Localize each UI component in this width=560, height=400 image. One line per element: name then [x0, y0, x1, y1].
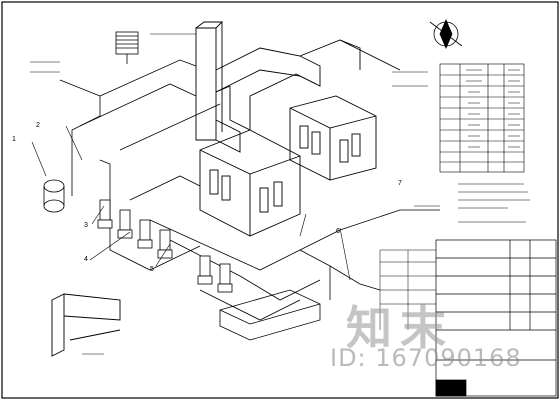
- callout-number: 7: [398, 180, 402, 187]
- callout-number: 1: [12, 136, 16, 143]
- duct-label-lines: [30, 33, 440, 355]
- legend-table: [439, 63, 525, 173]
- title-block-left-table: [379, 249, 436, 330]
- exhaust-duct: [195, 21, 224, 141]
- callout-number: 4: [84, 256, 88, 263]
- callout-number: 5: [150, 266, 154, 273]
- air-handling-unit-1: [289, 95, 377, 181]
- watermark-logo: 知末: [346, 301, 454, 355]
- callout-markers: [31, 125, 351, 281]
- north-arrow-icon: [429, 18, 463, 50]
- pump-group: [97, 199, 233, 293]
- air-handling-unit-2: [199, 129, 301, 237]
- notes-block: [458, 183, 530, 223]
- title-block: [435, 239, 557, 397]
- callout-number: 6: [336, 228, 340, 235]
- air-duct-network: [215, 39, 401, 153]
- cooling-tower: [115, 31, 139, 64]
- storage-tank: [43, 179, 65, 213]
- watermark-id: ID: 167090168: [330, 344, 522, 372]
- supply-duct-lower: [51, 293, 121, 357]
- equipment-pad: [219, 289, 321, 341]
- callout-number: 2: [36, 122, 40, 129]
- callout-number: 3: [84, 222, 88, 229]
